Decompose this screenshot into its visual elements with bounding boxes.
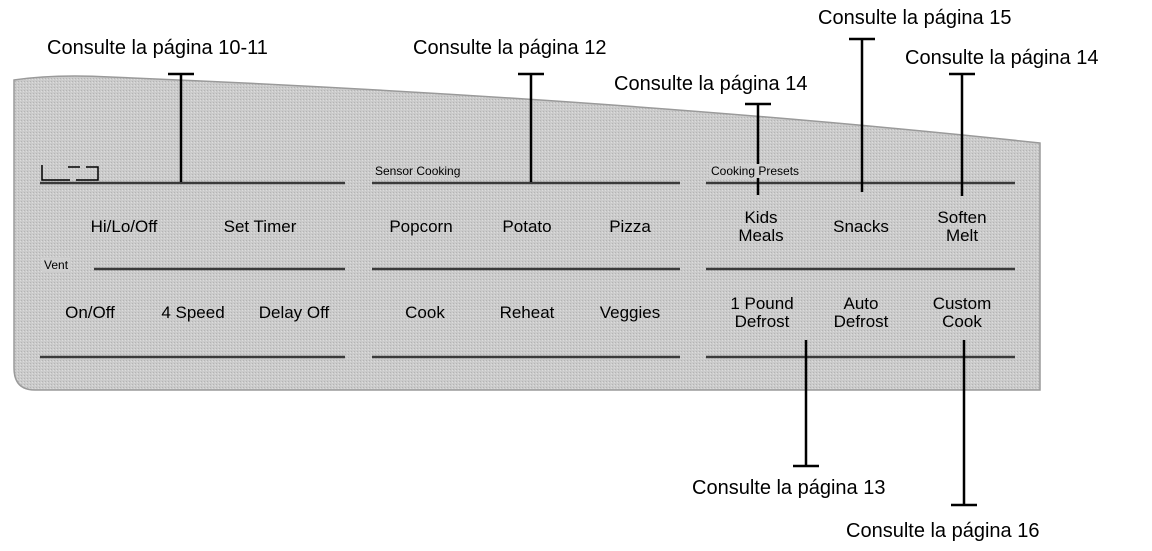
hi-lo-off-label: Hi/Lo/Off xyxy=(90,217,158,236)
display-window-icon xyxy=(41,165,99,181)
leader-page-12 xyxy=(518,72,544,182)
popcorn-button[interactable]: Popcorn xyxy=(361,218,481,236)
leader-lines xyxy=(168,37,977,507)
popcorn-label: Popcorn xyxy=(389,217,453,236)
delay-off-label: Delay Off xyxy=(258,303,330,322)
cook-button[interactable]: Cook xyxy=(365,304,485,322)
auto-defrost-label-line1: Auto xyxy=(843,294,879,313)
callout-page-12: Consulte la página 12 xyxy=(413,37,607,59)
leader-page-10-11 xyxy=(168,72,194,182)
vent-delay-off-button[interactable]: Delay Off xyxy=(234,304,354,322)
set-timer-button[interactable]: Set Timer xyxy=(200,218,320,236)
section-label-vent-text: Vent xyxy=(42,258,71,272)
veggies-label: Veggies xyxy=(599,303,661,322)
kids-meals-label-line2: Meals xyxy=(738,226,784,245)
potato-button[interactable]: Potato xyxy=(467,218,587,236)
callout-page-14-soften: Consulte la página 14 xyxy=(905,47,1099,69)
snacks-label: Snacks xyxy=(833,217,889,236)
set-timer-label: Set Timer xyxy=(223,217,297,236)
leader-page-14-soften xyxy=(949,72,975,196)
leader-page-15 xyxy=(849,37,875,192)
four-speed-label: 4 Speed xyxy=(161,303,225,322)
vent-on-off-button[interactable]: On/Off xyxy=(30,304,150,322)
section-label-cooking-presets: Cooking Presets xyxy=(709,164,802,178)
callout-page-13: Consulte la página 13 xyxy=(692,477,886,499)
kids-meals-button[interactable]: Kids Meals xyxy=(701,209,821,245)
one-pound-defrost-label-line1: 1 Pound xyxy=(730,294,794,313)
pizza-label: Pizza xyxy=(609,217,651,236)
one-pound-defrost-label-line2: Defrost xyxy=(734,312,790,331)
panel-body xyxy=(13,75,1041,391)
section-label-sensor-cooking: Sensor Cooking xyxy=(375,164,461,178)
soften-melt-label-line1: Soften xyxy=(937,208,987,227)
vent-4-speed-button[interactable]: 4 Speed xyxy=(133,304,253,322)
reheat-button[interactable]: Reheat xyxy=(467,304,587,322)
pizza-button[interactable]: Pizza xyxy=(570,218,690,236)
kids-meals-label-line1: Kids xyxy=(744,208,778,227)
custom-cook-label-line1: Custom xyxy=(932,294,992,313)
potato-label: Potato xyxy=(502,217,552,236)
soften-melt-button[interactable]: Soften Melt xyxy=(902,209,1022,245)
custom-cook-label-line2: Cook xyxy=(942,312,982,331)
leader-page-16 xyxy=(951,340,977,507)
hi-lo-off-button[interactable]: Hi/Lo/Off xyxy=(64,218,184,236)
on-off-label: On/Off xyxy=(65,303,115,322)
veggies-button[interactable]: Veggies xyxy=(570,304,690,322)
leader-page-14-kids xyxy=(745,102,771,195)
custom-cook-button[interactable]: Custom Cook xyxy=(902,295,1022,331)
callout-page-10-11: Consulte la página 10-11 xyxy=(47,37,268,59)
cook-label: Cook xyxy=(405,303,445,322)
auto-defrost-label-line2: Defrost xyxy=(833,312,889,331)
callout-page-16: Consulte la página 16 xyxy=(846,520,1040,542)
one-pound-defrost-button[interactable]: 1 Pound Defrost xyxy=(702,295,822,331)
soften-melt-label-line2: Melt xyxy=(945,226,979,245)
auto-defrost-button[interactable]: Auto Defrost xyxy=(801,295,921,331)
reheat-label: Reheat xyxy=(499,303,555,322)
callout-page-14-kids: Consulte la página 14 xyxy=(614,73,808,95)
section-label-vent: Vent xyxy=(42,258,71,272)
callout-page-15: Consulte la página 15 xyxy=(818,7,1012,29)
section-rules xyxy=(40,181,1015,359)
section-label-cooking-presets-text: Cooking Presets xyxy=(709,164,802,178)
snacks-button[interactable]: Snacks xyxy=(801,218,921,236)
leader-page-13 xyxy=(793,340,819,468)
